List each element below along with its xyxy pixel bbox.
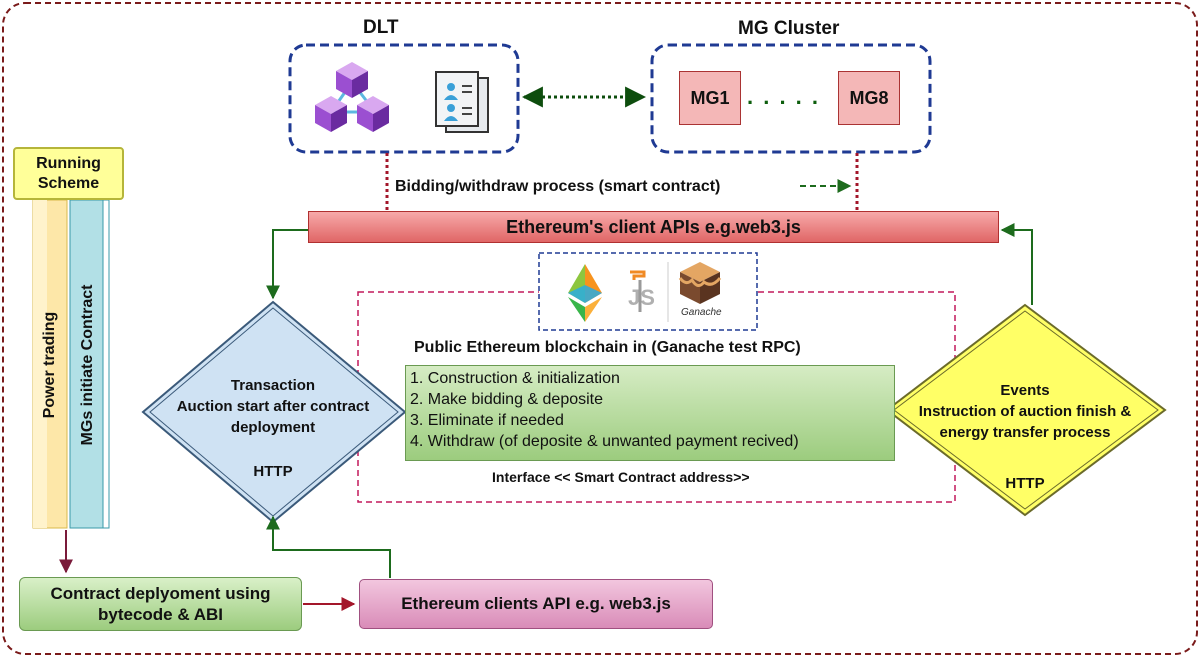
ganache-logo-icon [678,262,722,304]
truffle-js-logo-icon: JS [628,270,655,312]
events-diamond [885,303,1167,517]
running-scheme-header: Running Scheme [13,147,124,200]
deployment-line2: bytecode & ABI [97,605,223,624]
interface-label: Interface << Smart Contract address>> [492,469,750,485]
step-3: 3. Eliminate if needed [410,412,564,429]
mg-ellipsis: . . . . . [747,84,821,109]
api-to-transaction-arrow [266,229,308,300]
ethereum-logo-icon [568,264,602,322]
bidding-label: Bidding/withdraw process (smart contract… [395,178,721,195]
transaction-http: HTTP [253,463,293,480]
transaction-line2: Auction start after contract [176,398,370,415]
events-line1: Events [1000,382,1050,399]
transaction-text: Transaction Auction start after contract… [173,375,373,438]
mg1-box: MG1 [679,71,741,125]
mgs-contract-column [69,199,107,529]
step-1: 1. Construction & initialization [410,370,620,387]
deployment-line1: Contract deplyoment using [50,584,271,603]
running-scheme-line1: Running [36,154,101,172]
blockchain-title: Public Ethereum blockchain in (Ganache t… [414,339,801,356]
events-line3: energy transfer process [939,424,1111,441]
smart-contract-steps: 1. Construction & initialization 2. Make… [405,365,895,461]
bottom-api-to-transaction-arrow [266,515,391,578]
client-api-top-bar: Ethereum's client APIs e.g.web3.js [308,211,999,243]
contract-deployment-box: Contract deplyoment using bytecode & ABI [19,577,302,631]
step-2: 2. Make bidding & deposite [410,391,604,408]
transaction-line3: deployment [230,419,316,436]
power-trading-label: Power trading [41,311,58,419]
client-api-bottom-box: Ethereum clients API e.g. web3.js [359,579,713,629]
mg-cluster-title: MG Cluster [738,18,840,39]
events-http: HTTP [1005,475,1045,492]
transaction-line1: Transaction [230,377,316,394]
mg8-box: MG8 [838,71,900,125]
events-to-api-arrow [1000,223,1033,305]
dlt-title: DLT [363,17,399,38]
ganache-logo-text: Ganache [681,307,722,318]
documents-icon [435,71,489,133]
step-4: 4. Withdraw (of deposite & unwanted paym… [410,433,799,450]
running-scheme-line2: Scheme [37,174,100,192]
blockchain-cubes-icon [315,62,389,132]
mgs-initiate-contract-label: MGs initiate Contract [79,284,96,446]
events-line2: Instruction of auction finish & [918,403,1132,420]
events-text: Events Instruction of auction finish & e… [895,380,1155,443]
